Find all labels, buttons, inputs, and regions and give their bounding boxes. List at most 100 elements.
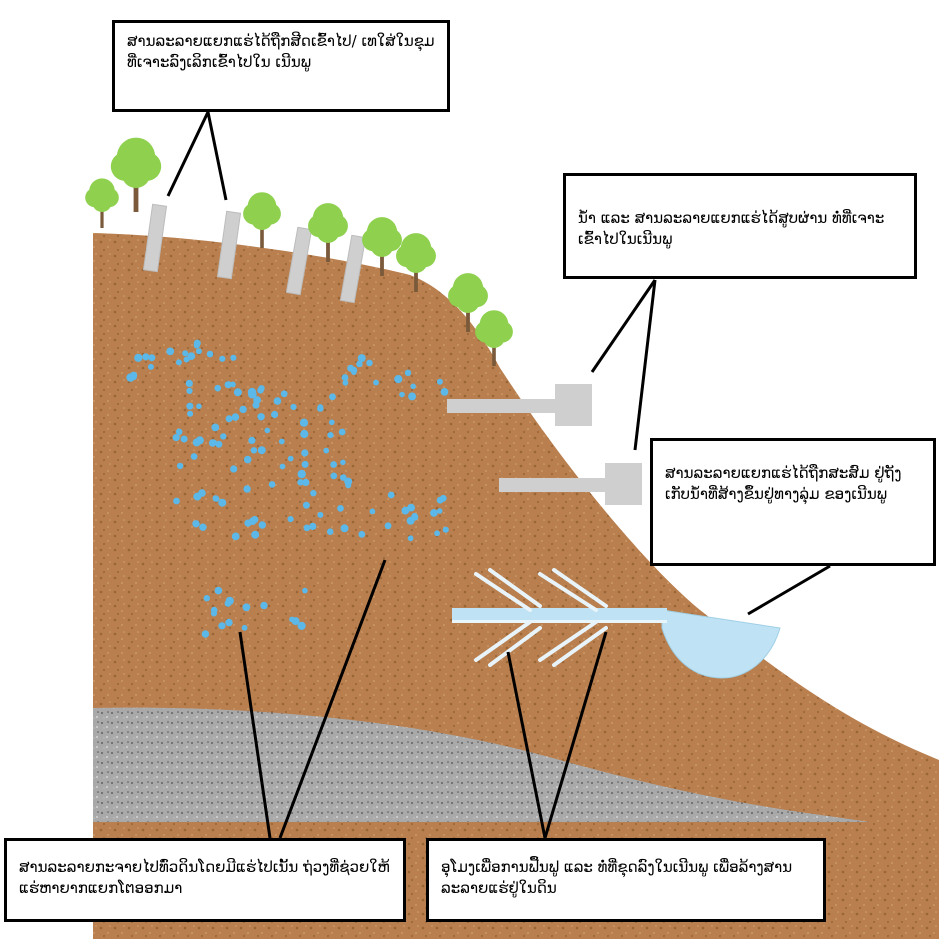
solution-droplet <box>214 586 223 595</box>
solution-droplet <box>230 465 238 473</box>
solution-droplet <box>439 494 447 502</box>
drain-pipe <box>452 608 667 622</box>
solution-droplet <box>329 393 336 401</box>
solution-droplet <box>192 520 200 528</box>
solution-droplet <box>260 601 268 610</box>
tree-icon <box>85 178 119 228</box>
solution-droplet <box>310 490 317 497</box>
solution-droplet <box>210 610 218 617</box>
solution-droplet <box>330 472 338 480</box>
solution-droplet <box>225 415 233 423</box>
leach-solution-droplets <box>126 339 449 638</box>
callout-tunnels: ອຸໂມງເພື່ອການຟື້ນຟູ ແລະ ທໍ່ທີ່ຂຸດລົງໃນເນ… <box>426 838 826 922</box>
solution-droplet <box>248 436 256 444</box>
solution-droplet <box>317 405 324 412</box>
solution-droplet <box>384 522 392 530</box>
solution-droplet <box>195 436 204 445</box>
solution-droplet <box>203 595 210 602</box>
solution-droplet <box>218 622 226 630</box>
solution-droplet <box>410 383 417 390</box>
tree-icon <box>448 273 488 332</box>
solution-droplet <box>173 497 180 505</box>
solution-droplet <box>219 355 226 362</box>
solution-droplet <box>302 478 310 486</box>
solution-droplet <box>300 429 309 439</box>
solution-droplet <box>130 373 137 381</box>
solution-droplet <box>257 413 265 421</box>
solution-droplet <box>201 630 210 638</box>
tree-icon <box>243 192 281 248</box>
solution-droplet <box>303 524 311 532</box>
solution-droplet <box>366 359 373 367</box>
solution-droplet <box>351 369 357 375</box>
solution-droplet <box>225 618 233 627</box>
soil-layer <box>93 233 939 939</box>
solution-droplet <box>230 381 236 388</box>
solution-droplet <box>297 621 306 631</box>
solution-droplet <box>287 516 294 523</box>
solution-droplet <box>387 491 395 499</box>
solution-droplet <box>196 403 202 410</box>
solution-droplet <box>224 381 232 389</box>
tree-icon <box>110 137 162 212</box>
callout-collection-text: ສານລະລາຍແຍກແຮ່ໄດ້ຖືກສະສົມ ຢູ່ຖັງເກັບນ້ຳທ… <box>665 464 902 503</box>
solution-droplet <box>206 350 214 358</box>
solution-droplet <box>218 498 227 507</box>
solution-droplet <box>190 453 198 460</box>
injection-well <box>285 226 313 296</box>
leader-lines <box>166 111 831 839</box>
tree-icon <box>308 203 348 262</box>
solution-droplet <box>186 387 193 394</box>
extraction-pipes <box>447 384 642 505</box>
injection-wells <box>142 203 367 304</box>
solution-droplet <box>340 459 346 466</box>
solution-droplet <box>340 474 347 481</box>
collection-pond <box>661 609 781 679</box>
solution-droplet <box>345 482 352 489</box>
solution-droplet <box>369 508 376 515</box>
callout-injection: ສານລະລາຍແຍກແຮ່ໄດ້ຖືກສີດເຂົ້າໄປ/ ເທໃສ່ໃນຂ… <box>112 20 450 112</box>
solution-droplet <box>411 513 419 521</box>
solution-droplet <box>239 405 247 414</box>
solution-droplet <box>211 423 220 432</box>
solution-droplet <box>187 410 194 417</box>
injection-well <box>216 210 242 280</box>
solution-droplet <box>408 392 417 401</box>
solution-droplet <box>176 462 184 470</box>
solution-droplet <box>358 530 366 538</box>
solution-droplet <box>399 391 405 398</box>
solution-droplet <box>278 438 285 445</box>
callout-pumping: ນ້ຳ ແລະ ສານລະລາຍແຍກແຮ່ໄດ້ສູບຜ່ານ ທໍ່ທີ່ເ… <box>563 173 917 279</box>
solution-droplet <box>301 449 309 457</box>
callout-pumping-text: ນ້ຳ ແລະ ສານລະລາຍແຍກແຮ່ໄດ້ສູບຜ່ານ ທໍ່ທີ່ເ… <box>578 209 885 248</box>
solution-droplet <box>186 402 194 410</box>
solution-droplet <box>212 495 219 502</box>
solution-droplet <box>309 522 317 531</box>
solution-droplet <box>279 463 286 470</box>
callout-collection: ສານລະລາຍແຍກແຮ່ໄດ້ຖືກສະສົມ ຢູ່ຖັງເກັບນ້ຳທ… <box>650 438 936 566</box>
callout-injection-text: ສານລະລາຍແຍກແຮ່ໄດ້ຖືກສີດເຂົ້າໄປ/ ເທໃສ່ໃນຂ… <box>127 32 435 71</box>
solution-droplet <box>166 347 175 356</box>
solution-droplet <box>341 374 349 381</box>
solution-droplet <box>233 388 242 397</box>
trees <box>85 137 513 366</box>
solution-droplet <box>287 455 294 462</box>
solution-droplet <box>434 530 440 537</box>
solution-droplet <box>442 526 449 533</box>
recovery-tunnels <box>474 568 608 667</box>
solution-droplet <box>220 433 227 440</box>
solution-droplet <box>243 455 252 464</box>
solution-droplet <box>440 388 449 396</box>
solution-droplet <box>330 461 337 468</box>
tree-icon <box>362 217 402 276</box>
solution-droplet <box>356 360 363 368</box>
solution-droplet <box>243 485 251 493</box>
solution-droplet <box>134 353 143 362</box>
solution-droplet <box>327 432 334 439</box>
solution-droplet <box>215 440 223 448</box>
solution-droplet <box>180 435 188 443</box>
solution-droplet <box>299 418 309 427</box>
solution-droplet <box>147 363 154 370</box>
solution-droplet <box>187 352 196 360</box>
